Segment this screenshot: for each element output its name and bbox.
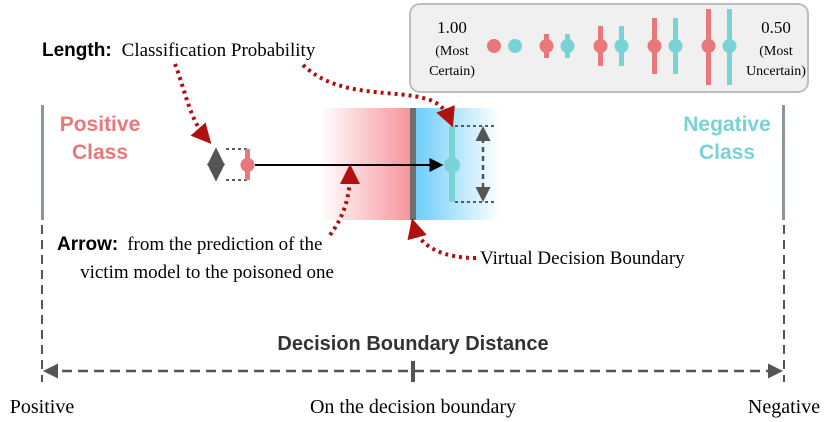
- axis-label-positive: Positive: [10, 396, 75, 418]
- legend-glyph-pair-5: [701, 9, 737, 85]
- legend-glyph-pair-3: [593, 26, 629, 66]
- legend-box: 1.00 (Most Certain) 0.50 (Most Uncertain…: [409, 3, 809, 93]
- length-note: Length: Classification Probability: [42, 40, 316, 61]
- legend-high-caption: Certain): [429, 64, 475, 79]
- legend-low-value: 0.50: [761, 18, 791, 37]
- arrow-note-label: Arrow:: [57, 234, 118, 255]
- legend-glyph-pair-4: [647, 18, 683, 74]
- legend-glyph-pair-1: [487, 39, 522, 53]
- arrow-note: Arrow: from the prediction of the: [57, 234, 322, 255]
- legend-low-caption: (Most: [759, 44, 793, 59]
- arrow-note-line1: from the prediction of the: [127, 234, 322, 255]
- right-class-bar: [782, 105, 785, 220]
- boundary-pointer-arrow: [407, 218, 477, 260]
- positive-class-label: Positive: [60, 113, 141, 136]
- negative-class-label: Negative: [683, 113, 771, 136]
- left-class-bar: [41, 105, 44, 220]
- legend-low-caption: Uncertain): [746, 64, 806, 79]
- arrow-note-line2: victim model to the poisoned one: [80, 262, 334, 283]
- axis-center-tick: [411, 361, 415, 382]
- boundary-note: Virtual Decision Boundary: [480, 248, 685, 269]
- legend-high-caption: (Most: [435, 44, 469, 59]
- length-note-text: Classification Probability: [122, 40, 316, 61]
- victim-prediction: [207, 147, 255, 182]
- poisoned-prediction: [444, 125, 494, 203]
- positive-class-label: Class: [72, 141, 128, 164]
- distance-title: Decision Boundary Distance: [277, 333, 548, 355]
- length-pointer-arrow: [173, 63, 212, 144]
- axis-label-negative: Negative: [748, 396, 820, 418]
- axis-label-boundary: On the decision boundary: [310, 396, 516, 418]
- length-pointer-arrow: [301, 63, 455, 128]
- negative-class-label: Class: [699, 141, 755, 164]
- legend-glyph-pair-2: [539, 34, 575, 58]
- length-note-label: Length:: [42, 40, 112, 61]
- legend-high-value: 1.00: [437, 18, 467, 37]
